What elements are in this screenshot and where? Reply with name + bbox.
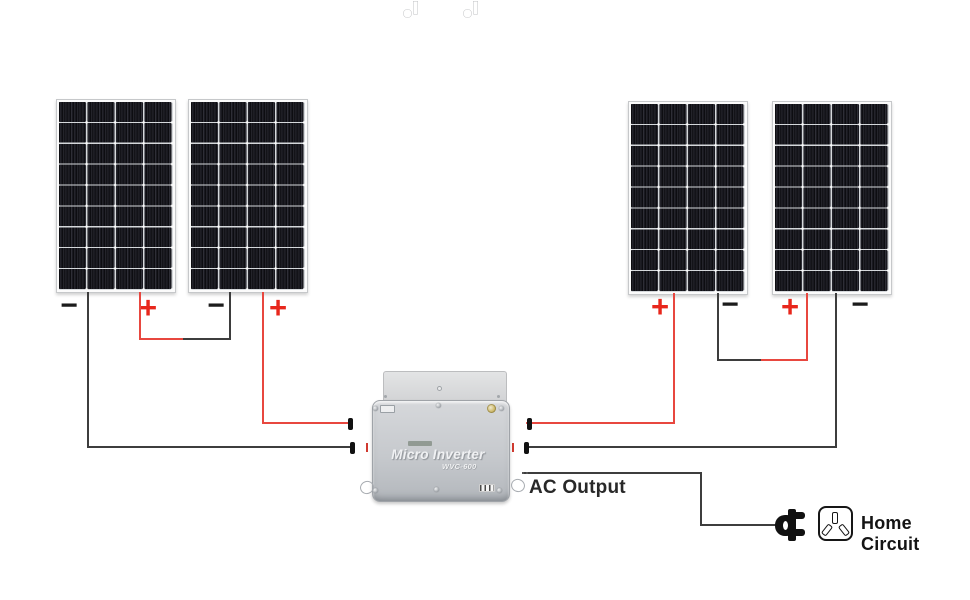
socket-earth-slot	[832, 512, 838, 524]
home-circuit-label: Home Circuit	[861, 513, 920, 554]
power-plug-icon	[783, 521, 788, 530]
plate-hole	[437, 386, 442, 391]
panel3-positive-sign: +	[650, 289, 670, 324]
panel4-positive-sign: +	[780, 289, 800, 324]
wire-ac-output-horizontal	[522, 472, 702, 474]
panel1-negative-sign: −	[60, 289, 78, 322]
inverter-title: Micro Inverter	[391, 447, 485, 462]
mc4-connector-left-positive	[348, 418, 372, 430]
hologram-sticker	[487, 404, 496, 413]
panel1-positive-sign: +	[138, 290, 158, 325]
socket-right-slot	[837, 523, 851, 537]
plate-rivet	[384, 395, 387, 398]
keyhole-mount-icon	[402, 1, 422, 19]
screw-icon	[373, 406, 378, 411]
panel4-negative-sign: −	[851, 288, 869, 321]
solar-cells-grid	[191, 102, 305, 290]
wire-series-link-left-red	[139, 338, 185, 340]
mc4-connector-right-positive	[508, 418, 532, 430]
ac-connector-left	[355, 464, 376, 484]
panel2-positive-sign: +	[268, 290, 288, 325]
info-sticker	[408, 441, 432, 446]
solar-panel-4	[772, 101, 892, 295]
spec-label	[380, 405, 395, 413]
wire-panel3-positive-to-inverter	[526, 422, 675, 424]
solar-panel-3	[628, 101, 748, 295]
wire-panel4-negative-to-inverter	[526, 446, 837, 448]
socket-left-slot	[820, 523, 834, 537]
ac-output-label: AC Output	[529, 477, 626, 498]
power-plug-icon	[775, 515, 789, 536]
screw-icon	[436, 403, 441, 408]
solar-cells-grid	[631, 104, 745, 292]
inverter-mounting-plate	[383, 371, 507, 402]
solar-cells-grid	[775, 104, 889, 292]
wire-panel4-negative-vertical	[835, 293, 837, 448]
panel2-negative-sign: −	[207, 289, 225, 322]
solar-panel-1	[56, 99, 176, 293]
plug-prong-icon	[796, 512, 805, 519]
inverter-model: WVC-600	[442, 462, 477, 471]
wire-panel1-negative-to-inverter	[87, 446, 352, 448]
power-plug-icon	[788, 509, 796, 541]
mc4-connector-right-negative	[508, 442, 529, 454]
wire-series-link-right-black	[717, 359, 763, 361]
wire-ac-output-vertical	[700, 472, 702, 526]
keyhole-mount-icon	[462, 1, 482, 19]
mc4-connector-left-negative	[350, 442, 372, 454]
wire-panel3-negative-vertical	[717, 293, 719, 361]
screw-icon	[373, 488, 378, 493]
wire-panel3-positive-vertical	[673, 293, 675, 424]
wire-panel1-negative-vertical	[87, 292, 89, 448]
wire-panel2-positive-vertical	[262, 292, 264, 424]
solar-cells-grid	[59, 102, 173, 290]
solar-panel-2	[188, 99, 308, 293]
screw-icon	[434, 487, 439, 492]
plate-rivet	[497, 395, 500, 398]
wire-ac-output-to-plug	[700, 524, 776, 526]
wall-socket-icon	[818, 506, 853, 541]
wire-panel1-positive-vertical	[139, 292, 141, 340]
wire-series-link-left-black	[183, 338, 231, 340]
ac-connector-right	[506, 463, 529, 483]
plug-prong-icon	[796, 529, 805, 536]
wire-series-link-right-red	[761, 359, 808, 361]
wire-panel4-positive-vertical	[806, 293, 808, 361]
screw-icon	[499, 406, 504, 411]
barcode-label	[479, 484, 495, 492]
screw-icon	[497, 488, 502, 493]
wire-panel2-positive-to-inverter	[262, 422, 352, 424]
wire-panel2-negative-vertical	[229, 292, 231, 340]
panel3-negative-sign: −	[721, 288, 739, 321]
